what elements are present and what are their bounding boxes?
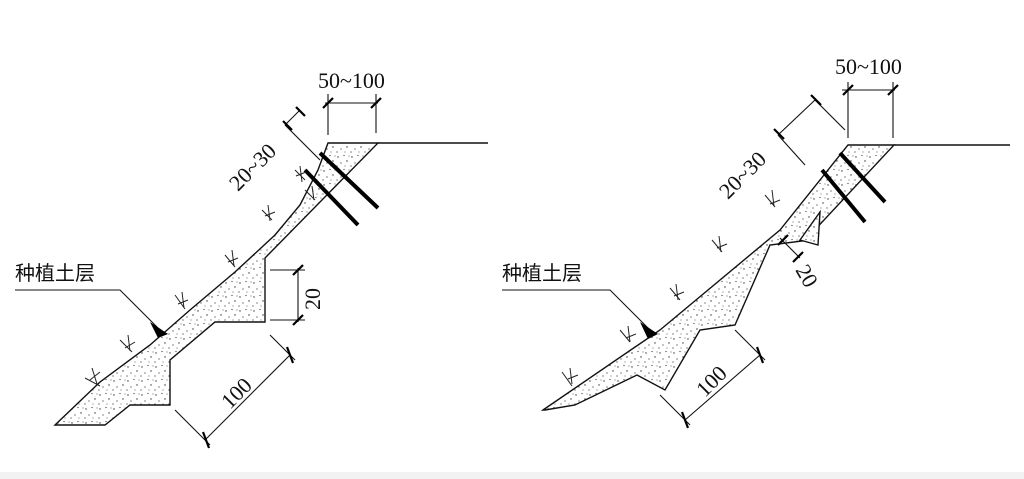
grass-marks [561, 189, 781, 387]
leader-line [502, 289, 651, 331]
dim-label-step-length: 100 [691, 361, 732, 402]
dim-label-thickness: 20~30 [224, 138, 281, 195]
anchor-bar [838, 151, 887, 204]
dim-label-step-length: 100 [216, 373, 257, 414]
grass-marks [84, 165, 316, 387]
bottom-strip [0, 472, 1024, 479]
dim-line [284, 109, 301, 126]
dim-line [204, 354, 291, 441]
left-figure: 50~100 20~30 20 100 种植土层 [15, 68, 488, 449]
dim-line [684, 354, 761, 421]
leader-arrow [640, 322, 658, 339]
anchor-bar [820, 168, 867, 224]
sawtooth-notch [798, 209, 821, 246]
layer-label: 种植土层 [502, 261, 582, 285]
dim-line [779, 237, 801, 259]
leader-arrow [150, 322, 168, 338]
planting-soil-layer [53, 142, 380, 426]
dim-label-top-width: 50~100 [835, 54, 902, 79]
anchor-bar [303, 168, 360, 227]
dim-label-thickness: 20~30 [714, 146, 771, 203]
layer-label: 种植土层 [15, 261, 95, 285]
anchor-bar [318, 151, 380, 210]
dim-label-step-height: 20 [791, 260, 824, 292]
planting-soil-layer [540, 144, 896, 411]
dim-label-step-height: 20 [300, 288, 325, 310]
dim-line [777, 99, 816, 136]
right-figure: 50~100 20~30 20 100 种植土层 [502, 54, 1010, 429]
leader-line [15, 289, 161, 331]
dim-label-top-width: 50~100 [318, 68, 385, 93]
